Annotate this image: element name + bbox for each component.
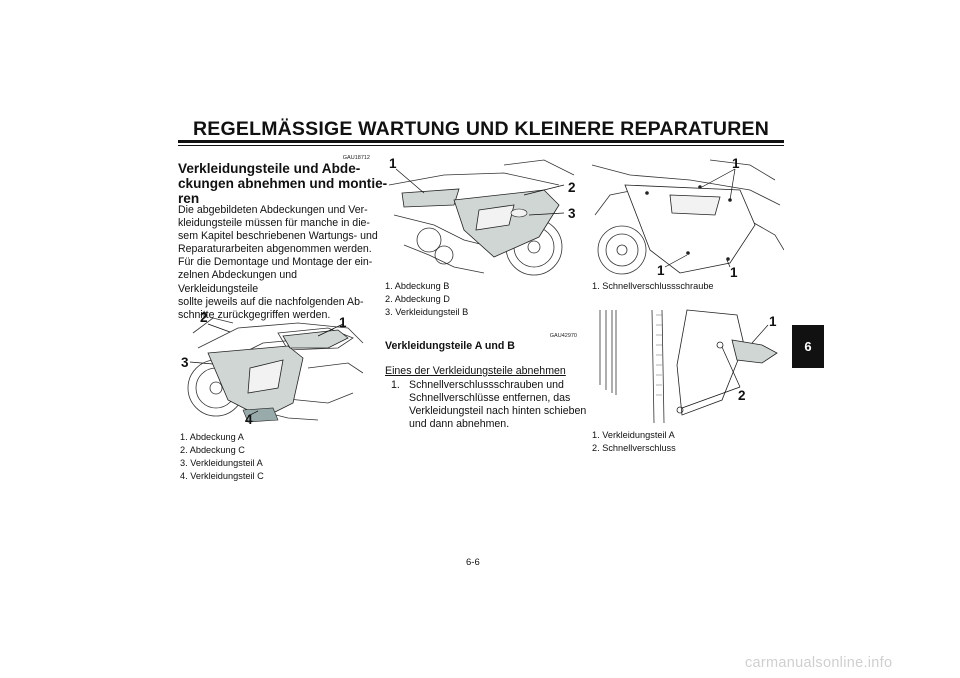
callout-label: 3	[181, 355, 189, 370]
caption-item: 2. Abdeckung C	[180, 445, 245, 455]
caption-item: 3. Verkleidungsteil A	[180, 458, 263, 468]
caption-item: 2. Schnellverschluss	[592, 443, 676, 453]
callout-label: 1	[339, 315, 347, 330]
paragraph-line: sem Kapitel beschriebenen Wartungs- und	[178, 230, 378, 243]
section-code: GAU42970	[549, 333, 577, 339]
step-line: Verkleidungsteil nach hinten schieben	[409, 405, 587, 418]
intro-paragraph: Die abgebildeten Abdeckungen und Ver- kl…	[178, 204, 378, 322]
fairing-screws-illustration	[591, 159, 784, 275]
callout-label: 4	[245, 412, 253, 427]
chapter-tab: 6	[792, 325, 824, 368]
step-text: Schnellverschlussschrauben und Schnellve…	[409, 379, 589, 431]
procedure-title: Eines der Verkleidungsteile abnehmen	[385, 365, 566, 377]
section-heading: Verkleidungsteile und Abde- ckungen abne…	[178, 161, 387, 206]
figure-caption-list: 1. Abdeckung A 2. Abdeckung C 3. Verklei…	[180, 431, 264, 483]
paragraph-line: zelnen Abdeckungen und Verkleidungsteile	[178, 269, 297, 295]
paragraph-line: Reparaturarbeiten abgenommen werden.	[178, 243, 372, 256]
caption-item: 2. Abdeckung D	[385, 294, 450, 304]
step-line: und dann abnehmen.	[409, 418, 510, 431]
step-line: Schnellverschlussschrauben und	[409, 379, 564, 391]
motorcycle-right-illustration	[388, 159, 575, 276]
heading-line: ren	[178, 191, 200, 206]
page-number: 6-6	[466, 557, 480, 568]
watermark: carmanualsonline.info	[745, 655, 893, 671]
callout-label: 1	[389, 156, 397, 171]
caption-item: 1. Abdeckung B	[385, 281, 450, 291]
paragraph-line: Die abgebildeten Abdeckungen und Ver-	[178, 204, 368, 216]
figure-caption-list: 1. Schnellverschlussschraube	[592, 280, 714, 293]
callout-label: 2	[568, 180, 576, 195]
caption-item: 1. Abdeckung A	[180, 432, 244, 442]
callout-label: 3	[568, 206, 576, 221]
paragraph-line: sollte jeweils auf die nachfolgenden Ab-	[178, 295, 364, 308]
callout-label: 1	[657, 263, 665, 278]
callout-label: 1	[730, 265, 738, 280]
heading-line: Verkleidungsteile und Abde-	[178, 161, 361, 176]
caption-item: 4. Verkleidungsteil C	[180, 471, 264, 481]
callout-label: 2	[200, 310, 208, 325]
figure-caption-list: 1. Verkleidungsteil A 2. Schnellverschlu…	[592, 429, 676, 455]
paragraph-line: Für die Demontage und Montage der ein-	[178, 256, 373, 269]
section-code: GAU18712	[342, 155, 370, 161]
callout-label: 1	[769, 314, 777, 329]
page-title: REGELMÄSSIGE WARTUNG UND KLEINERE REPARA…	[193, 118, 769, 140]
callout-label: 2	[738, 388, 746, 403]
paragraph-line: kleidungsteile müssen für manche in die-	[178, 217, 370, 230]
caption-item: 1. Verkleidungsteil A	[592, 430, 675, 440]
title-rule	[178, 140, 784, 143]
paragraph-line: schnitte zurückgegriffen werden.	[178, 308, 331, 321]
motorcycle-left-illustration	[187, 317, 364, 423]
caption-item: 1. Schnellverschlussschraube	[592, 281, 714, 291]
subsection-heading: Verkleidungsteile A und B	[385, 340, 515, 352]
step-line: Schnellverschlüsse entfernen, das	[409, 392, 571, 405]
figure-caption-list: 1. Abdeckung B 2. Abdeckung D 3. Verklei…	[385, 280, 468, 319]
callout-label: 1	[732, 156, 740, 171]
caption-item: 3. Verkleidungsteil B	[385, 307, 469, 317]
fairing-fastener-illustration	[599, 309, 778, 423]
step-number: 1.	[391, 379, 400, 391]
heading-line: ckungen abnehmen und montie-	[178, 176, 388, 191]
title-rule-thin	[178, 145, 784, 146]
